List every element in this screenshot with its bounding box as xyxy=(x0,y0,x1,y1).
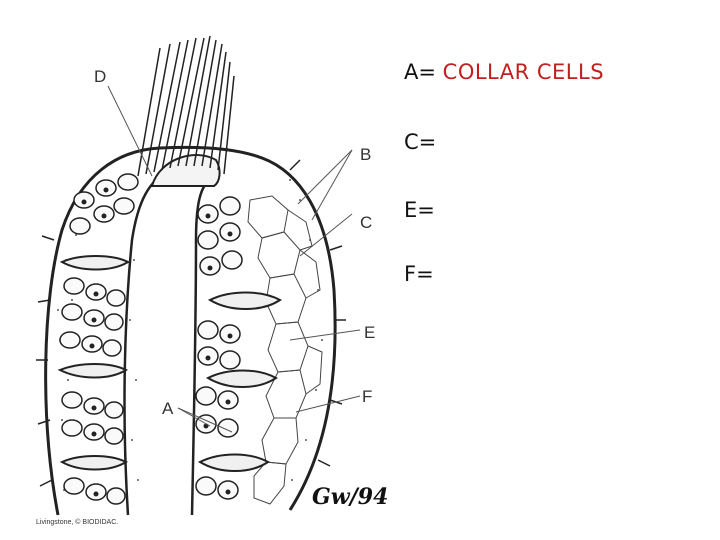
answer-prefix: E= xyxy=(404,198,435,222)
sponge-diagram: D B C E F A Gw/94 Livingstone, © BIODIDA… xyxy=(36,35,389,526)
label-d: D xyxy=(94,67,107,86)
answer-prefix: A= xyxy=(404,60,436,84)
osculum-dome xyxy=(150,154,221,187)
label-f: F xyxy=(362,387,373,406)
answer-line-c: C= xyxy=(404,130,436,154)
inner-wall-left xyxy=(123,170,169,516)
answer-line-f: F= xyxy=(404,262,434,286)
image-credit: Livingstone, © BIODIDAC. xyxy=(36,519,119,526)
label-c: C xyxy=(360,213,373,232)
answer-prefix: F= xyxy=(404,262,434,286)
body-wall-outline xyxy=(44,145,337,516)
sponge-illustration xyxy=(36,35,361,516)
label-e: E xyxy=(364,323,376,342)
inner-wall-right xyxy=(190,176,213,516)
answer-value: COLLAR CELLS xyxy=(442,60,605,84)
label-b: B xyxy=(360,145,372,164)
label-a: A xyxy=(162,399,174,418)
artist-initials: Gw/94 xyxy=(312,484,389,510)
answer-line-a: A= COLLAR CELLS xyxy=(404,60,604,84)
answer-line-e: E= xyxy=(404,198,435,222)
answer-prefix: C= xyxy=(404,130,437,154)
